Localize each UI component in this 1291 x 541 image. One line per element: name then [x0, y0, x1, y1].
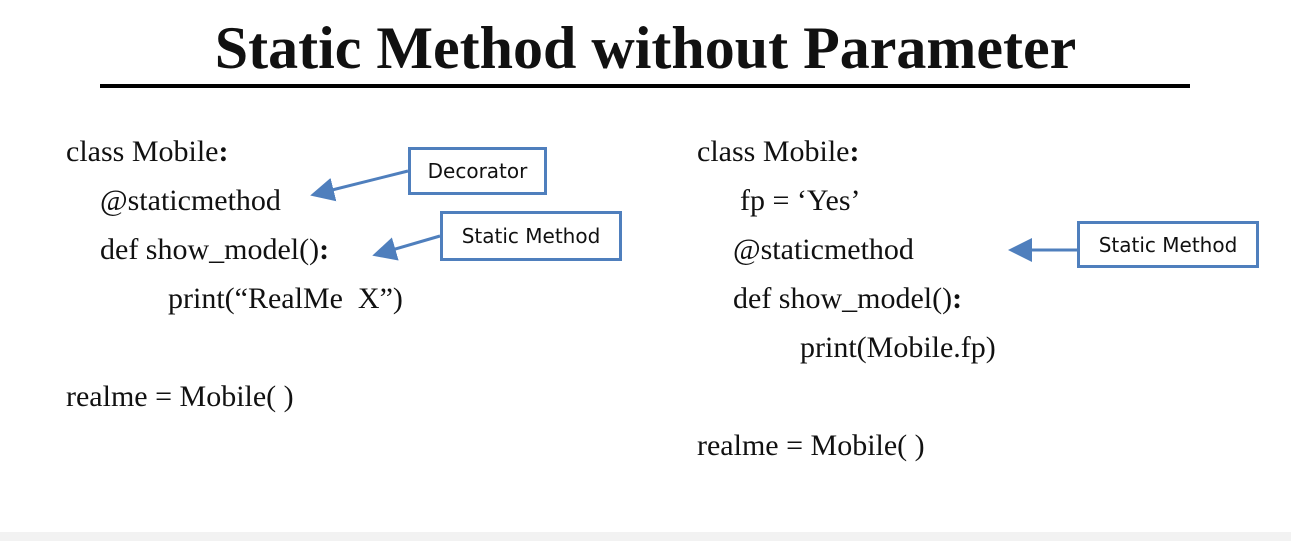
title-underline	[100, 84, 1190, 88]
left-code-line-instance: realme = Mobile( )	[66, 380, 294, 413]
static-method-callout-left: Static Method	[440, 211, 622, 261]
right-def-text: def show_model()	[733, 282, 953, 315]
left-def-text: def show_model()	[100, 233, 320, 266]
right-code-line-print: print(Mobile.fp)	[800, 331, 996, 364]
right-code-line-class: class Mobile:	[697, 135, 859, 169]
right-class-colon: :	[849, 135, 860, 168]
left-def-colon: :	[319, 233, 330, 266]
right-code-line-instance: realme = Mobile( )	[697, 429, 925, 462]
left-class-text: class Mobile	[66, 135, 219, 168]
left-code-line-def: def show_model():	[100, 233, 329, 267]
left-code-line-print: print(“RealMe X”)	[168, 282, 403, 315]
left-code-line-decorator: @staticmethod	[100, 184, 281, 217]
static-method-callout-right: Static Method	[1077, 221, 1259, 268]
bottom-strip	[0, 532, 1291, 541]
right-code-line-decorator: @staticmethod	[733, 233, 914, 266]
static-method-arrow-left	[372, 234, 441, 261]
decorator-callout: Decorator	[408, 147, 547, 195]
right-code-line-def: def show_model():	[733, 282, 962, 316]
right-def-colon: :	[952, 282, 963, 315]
right-code-line-fp: fp = ‘Yes’	[740, 184, 861, 217]
left-code-line-class: class Mobile:	[66, 135, 228, 169]
slide-title: Static Method without Parameter	[214, 15, 1077, 81]
left-class-colon: :	[218, 135, 229, 168]
decorator-arrow	[310, 169, 409, 202]
right-class-text: class Mobile	[697, 135, 850, 168]
